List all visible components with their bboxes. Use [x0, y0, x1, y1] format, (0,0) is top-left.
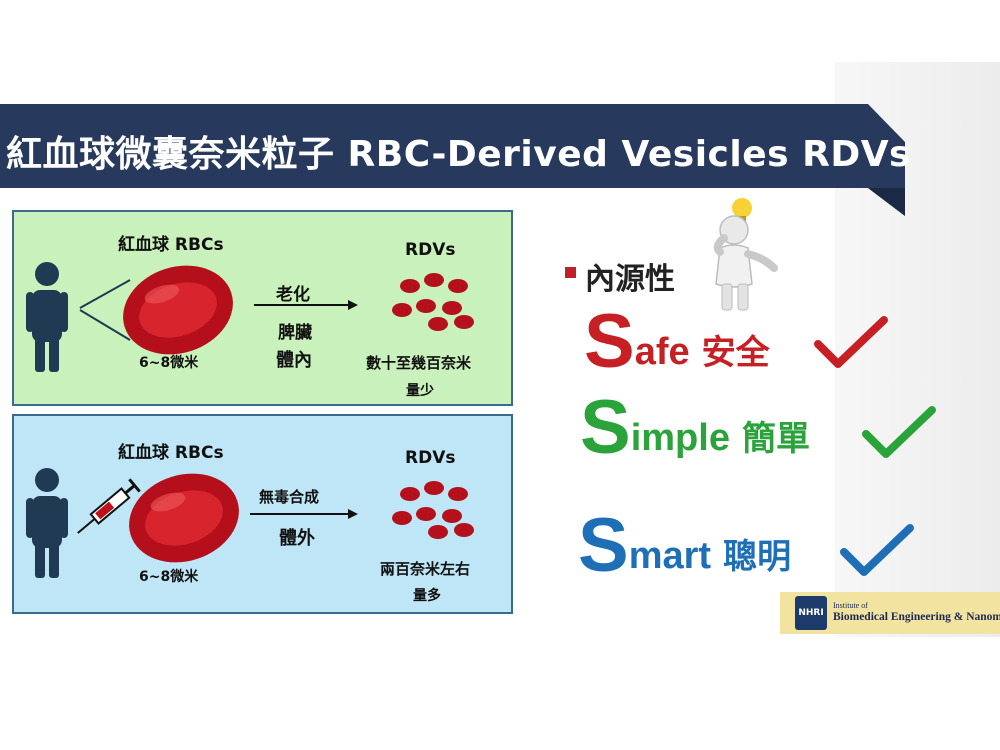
arrow-label-aging: 老化: [276, 285, 310, 305]
feature-zh: 安全: [701, 333, 770, 373]
institute-name: Biomedical Engineering & Nanomedicine: [833, 611, 1000, 623]
feature-word: afe: [634, 331, 690, 373]
institute-seal-icon: NHRI: [795, 596, 827, 630]
feature-word: imple: [630, 417, 730, 459]
aging-pathway-graphics: [26, 262, 474, 372]
arrow-label-in-vivo: 體內: [276, 350, 312, 371]
rdv-quantity-desc: 量少: [406, 383, 434, 399]
rbc-label: 紅血球 RBCs: [118, 235, 224, 255]
rbc-label: 紅血球 RBCs: [118, 443, 224, 463]
red-blood-cell-icon: [129, 473, 239, 563]
arrow-label-in-vitro: 體外: [279, 528, 315, 549]
rdv-size-desc: 數十至幾百奈米: [366, 354, 472, 372]
feature-zh: 聰明: [723, 537, 792, 577]
rbc-size-label: 6~8微米: [139, 569, 199, 585]
synthesis-pathway-graphics: [26, 468, 474, 578]
vesicles-icon: [392, 481, 474, 539]
rdv-quantity-desc: 量多: [413, 588, 441, 604]
zoom-line-upper: [79, 279, 131, 309]
check-icon: [814, 316, 888, 368]
feature-letter: S: [578, 503, 629, 588]
feature-word: mart: [628, 535, 712, 577]
title-banner-shape: [0, 104, 905, 216]
person-icon: [26, 262, 68, 372]
rbc-size-label: 6~8微米: [139, 355, 199, 371]
red-blood-cell-icon: [123, 265, 233, 355]
vesicles-icon: [392, 273, 474, 331]
arrow-label-spleen: 脾臟: [278, 323, 312, 343]
institute-small-text: Institute of: [833, 601, 868, 610]
thinking-figure-icon: [713, 198, 778, 311]
rdv-label: RDVs: [405, 448, 456, 468]
page-title: 紅血球微囊奈米粒子 RBC-Derived Vesicles RDVs: [6, 134, 911, 175]
rdv-label: RDVs: [405, 240, 456, 260]
feature-letter: S: [584, 299, 635, 384]
title-banner: [0, 104, 905, 216]
bullet-square-icon: [565, 267, 576, 278]
rdv-size-desc: 兩百奈米左右: [380, 560, 471, 578]
bullet-label: 內源性: [585, 262, 675, 297]
check-icon: [840, 524, 914, 576]
arrow-label-synthesis: 無毒合成: [259, 488, 320, 506]
right-arrow-icon: [254, 300, 358, 310]
feature-letter: S: [580, 385, 631, 470]
right-arrow-icon: [250, 509, 358, 519]
check-icon: [862, 406, 936, 458]
syringe-icon: [77, 478, 141, 534]
zoom-line-lower: [79, 309, 131, 341]
feature-zh: 簡單: [741, 419, 810, 459]
person-icon: [26, 468, 68, 578]
